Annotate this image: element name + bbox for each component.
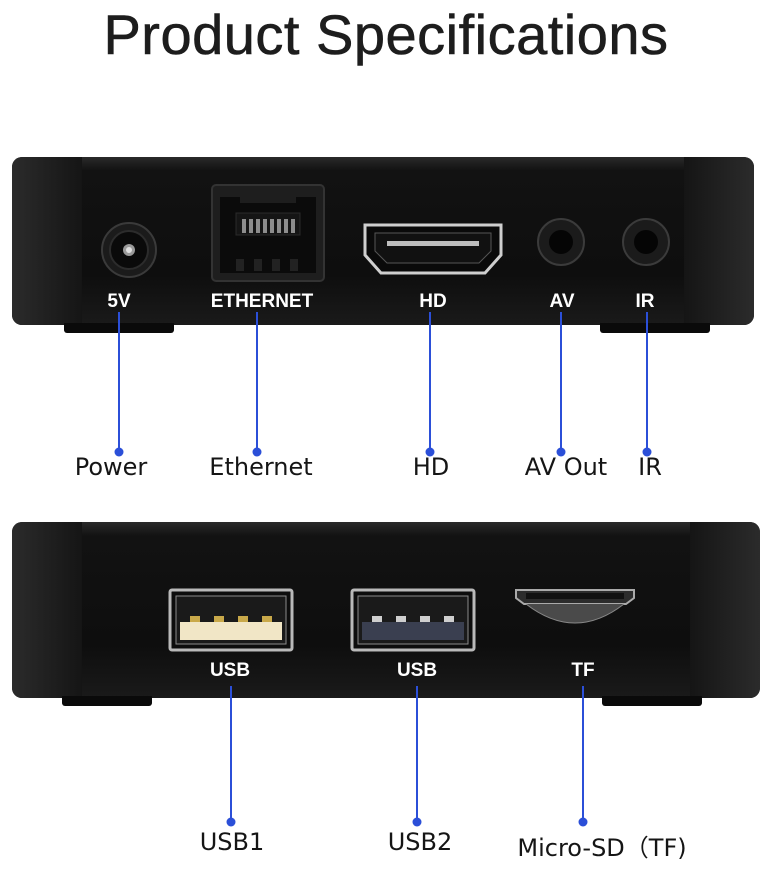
dc-power-jack-icon — [101, 222, 157, 278]
port-label-av: AV — [549, 291, 575, 312]
leader-dot-tf — [578, 817, 588, 827]
leader-line-usb2 — [416, 686, 418, 822]
port-label-ethernet: ETHERNET — [210, 291, 314, 312]
usb-port-1-icon — [168, 588, 294, 652]
leader-line-ir — [646, 312, 648, 452]
port-label-tf: TF — [571, 660, 595, 681]
leader-line-usb1 — [230, 686, 232, 822]
leader-line-ethernet — [256, 312, 258, 452]
caption-microsd: Micro-SD（TF) — [517, 834, 687, 862]
port-label-usb-1: USB — [209, 660, 251, 681]
leader-line-tf — [582, 686, 584, 822]
caption-av-out: AV Out — [524, 453, 608, 481]
leader-dot-power — [114, 447, 124, 457]
usb-port-2-icon — [350, 588, 476, 652]
device-foot — [602, 696, 702, 706]
device-side-panel: USB USB TF — [12, 522, 760, 706]
av-jack-icon — [537, 218, 585, 266]
caption-usb1: USB1 — [199, 828, 265, 856]
port-label-hd: HD — [419, 291, 447, 312]
hdmi-port-icon — [363, 223, 503, 275]
leader-dot-av — [556, 447, 566, 457]
leader-dot-ethernet — [252, 447, 262, 457]
leader-line-hd — [429, 312, 431, 452]
leader-dot-ir — [642, 447, 652, 457]
ir-jack-icon — [622, 218, 670, 266]
leader-dot-usb2 — [412, 817, 422, 827]
device-rear-panel: 5V ETHERNET HD AV IR — [12, 157, 754, 333]
caption-usb2: USB2 — [387, 828, 453, 856]
caption-ir: IR — [638, 453, 662, 481]
page-title: Product Specifications — [103, 3, 669, 67]
ethernet-port-icon — [211, 184, 325, 282]
port-label-5v: 5V — [107, 291, 131, 312]
microsd-slot-icon — [515, 589, 635, 624]
leader-dot-hd — [425, 447, 435, 457]
leader-dot-usb1 — [226, 817, 236, 827]
leader-line-av — [560, 312, 562, 452]
device-foot — [62, 696, 152, 706]
caption-power: Power — [74, 453, 148, 481]
leader-line-power — [118, 312, 120, 452]
device-foot — [600, 323, 710, 333]
caption-ethernet: Ethernet — [209, 453, 313, 481]
port-label-usb-2: USB — [396, 660, 438, 681]
port-label-ir: IR — [635, 291, 655, 312]
caption-hd: HD — [412, 453, 450, 481]
